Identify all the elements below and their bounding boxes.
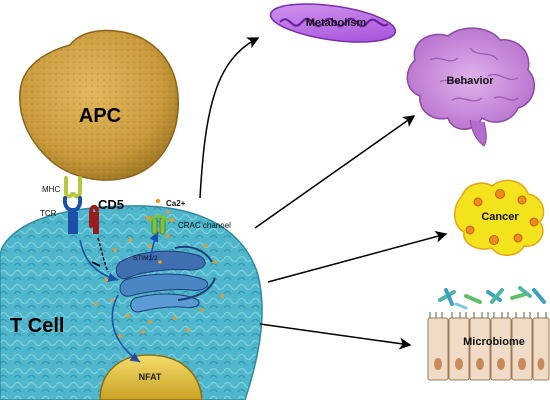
nfat-label: NFAT — [139, 372, 162, 382]
golgi-er-icon — [115, 245, 216, 313]
arrow-to-microbiome — [259, 323, 412, 350]
cancer-cells-icon: Cancer — [454, 179, 545, 256]
arrow-to-cancer — [267, 230, 448, 283]
crac-signal-arrow — [149, 231, 159, 263]
crac-label: CRAC channel — [178, 221, 231, 230]
mitochondrion-icon: Metabolism — [269, 3, 397, 43]
t-cell-label: T Cell — [10, 315, 64, 337]
inhibition-bar — [91, 261, 101, 267]
ca-label: Ca2+ — [166, 199, 186, 208]
cancer-label: Cancer — [481, 211, 519, 223]
mhc-label: MHC — [42, 185, 60, 194]
brain-icon: Behavior — [406, 27, 536, 147]
apc-cell: APC — [19, 29, 179, 181]
tcr-icon — [62, 196, 83, 234]
apc-label: APC — [79, 105, 121, 127]
arrow-to-metabolism — [199, 37, 260, 199]
tcr-label: TCR — [40, 209, 57, 218]
nfat-nucleus: NFAT — [99, 354, 203, 400]
stim-to-nfat-arrow — [111, 294, 141, 363]
ca-dot-2 — [166, 210, 170, 214]
tcr-signal-arrow — [79, 239, 119, 283]
mhc-icon — [64, 176, 82, 199]
ca-dot — [155, 198, 161, 204]
bacteria-icons — [438, 286, 546, 310]
cd5-label: CD5 — [98, 197, 124, 212]
cd5-inhibition-line — [97, 237, 109, 273]
arrow-to-behavior — [254, 115, 416, 229]
crac-channel-icon — [148, 214, 169, 235]
microbiome-label: Microbiome — [463, 336, 525, 348]
cd5-icon — [89, 204, 99, 234]
behavior-label: Behavior — [446, 75, 494, 87]
calcium-particles — [94, 216, 224, 338]
stim-label: STIM1/2 — [133, 255, 158, 262]
microbiome-icon: Microbiome — [427, 286, 550, 381]
metabolism-label: Metabolism — [306, 17, 367, 29]
